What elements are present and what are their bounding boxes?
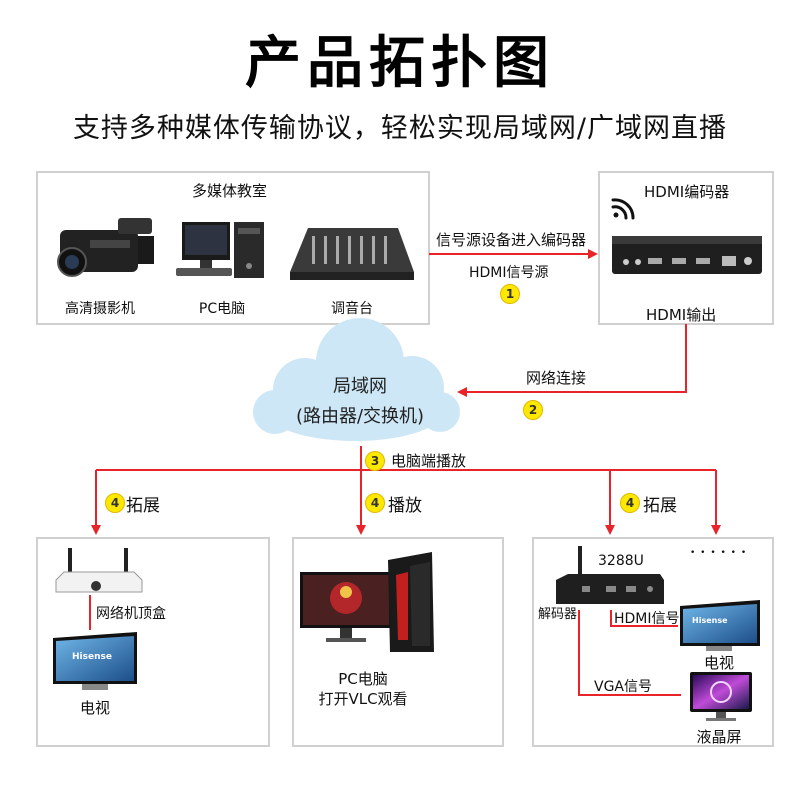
decoder-dots: • • • • • •: [690, 548, 748, 558]
pc-label: PC电脑: [198, 301, 246, 317]
tv-brand-left: Hisense: [72, 652, 112, 662]
decoder-vga-label: VGA信号: [594, 679, 653, 695]
decoder-label: 解码器: [538, 607, 578, 622]
decoder-lcd-label: 液晶屏: [696, 728, 742, 746]
mixer-icon: [290, 228, 414, 280]
decoder-device-icon: [556, 546, 664, 604]
source-title: 多媒体教室: [192, 182, 268, 200]
lcd-icon: [690, 672, 752, 721]
branch-right-label: 拓展: [643, 496, 677, 516]
link3-label: 电脑端播放: [391, 452, 467, 470]
step-badge-2: 2: [523, 400, 543, 420]
wifi-icon: [611, 198, 635, 220]
pc-box-line1: PC电脑: [338, 670, 388, 688]
step-badge-4-right: 4: [620, 493, 640, 513]
stb-label: 网络机顶盒: [96, 606, 166, 622]
link1-top-label: 信号源设备进入编码器: [436, 231, 587, 249]
link2-label: 网络连接: [526, 369, 587, 387]
step-badge-4-left: 4: [105, 493, 125, 513]
step-badge-1: 1: [500, 284, 520, 304]
tv-brand-right: Hisense: [692, 616, 728, 625]
encoder-title: HDMI编码器: [644, 183, 730, 201]
page-title: 产品拓扑图: [245, 31, 555, 96]
encoder-device-icon: [612, 236, 762, 274]
cloud-line1: 局域网: [333, 376, 387, 397]
decoder-hdmi-label: HDMI信号: [614, 611, 680, 627]
stb-tv-label: 电视: [79, 699, 110, 717]
pc-tower-icon: [388, 552, 434, 652]
pc-icon: [176, 222, 264, 278]
step-badge-4-middle: 4: [365, 493, 385, 513]
cloud-line2: (路由器/交换机): [295, 406, 425, 427]
set-top-box-icon: [55, 548, 143, 593]
branch-left-label: 拓展: [126, 496, 160, 516]
lan-cloud: [253, 318, 460, 441]
page-subtitle: 支持多种媒体传输协议，轻松实现局域网/广域网直播: [72, 113, 728, 144]
pc-monitor-icon: [300, 572, 392, 642]
encoder-output-label: HDMI输出: [646, 306, 717, 324]
tv-icon-left: [53, 632, 137, 690]
camcorder-label: 高清摄影机: [65, 301, 135, 317]
step-badge-3: 3: [365, 451, 385, 471]
tv-icon-right: [680, 600, 760, 651]
decoder-tv-label: 电视: [703, 654, 734, 672]
decoder-model: 3288U: [598, 553, 644, 569]
mixer-label: 调音台: [331, 301, 373, 317]
camcorder-icon: [57, 218, 154, 277]
link1-bottom-label: HDMI信号源: [469, 265, 549, 281]
connector-lines: [89, 249, 721, 696]
pc-box-line2: 打开VLC观看: [318, 690, 408, 708]
branch-middle-label: 播放: [388, 496, 422, 516]
